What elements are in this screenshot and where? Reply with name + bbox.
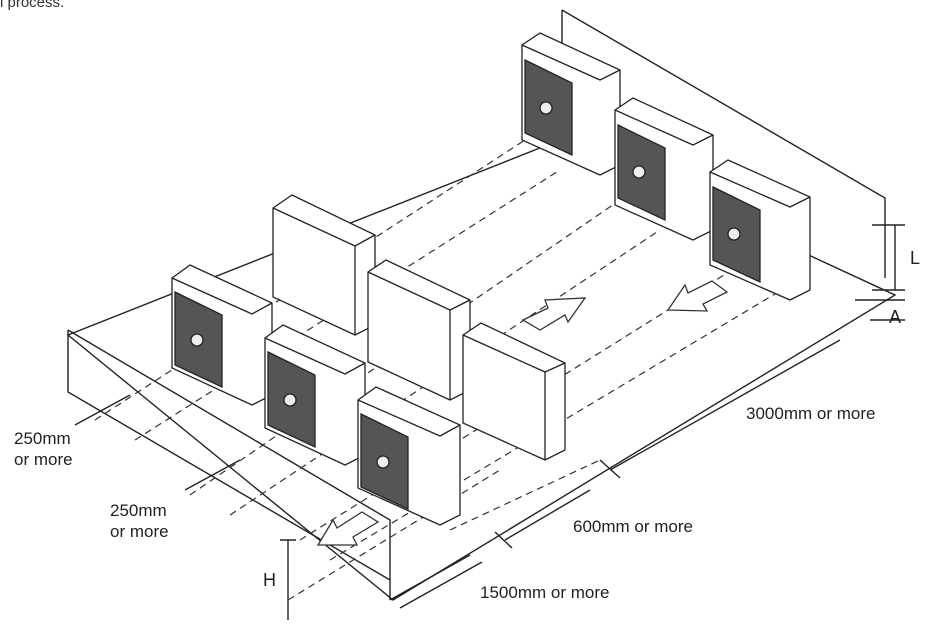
floor-outline xyxy=(66,139,897,601)
label-letter-H: H xyxy=(263,570,276,590)
label-front-depth: 1500mm or more xyxy=(480,583,610,602)
label-side-clearance-1: 250mm or more xyxy=(14,428,73,470)
unit-front-3 xyxy=(357,386,461,526)
label-letter-L: L xyxy=(910,248,921,268)
dim-line-600 xyxy=(494,489,591,549)
label-side-clearance-2-text: 250mm or more xyxy=(110,501,169,541)
dim-line-side-2 xyxy=(184,459,241,491)
front-wall xyxy=(67,329,391,600)
airflow-arrow-down-right xyxy=(666,280,729,312)
label-side-clearance-1-text: 250mm or more xyxy=(14,429,73,469)
label-letter-A: A xyxy=(889,307,902,327)
airflow-arrow-up xyxy=(521,297,587,331)
label-row-gap: 600mm or more xyxy=(573,517,693,536)
label-rear-depth: 3000mm or more xyxy=(746,404,876,423)
airflow-arrow-down-left xyxy=(316,511,380,546)
dim-line-L xyxy=(872,224,905,291)
unit-back-1 xyxy=(521,32,621,176)
dim-line-side-1 xyxy=(74,394,131,426)
unit-back-3 xyxy=(709,159,811,301)
dim-line-3000 xyxy=(599,339,841,479)
unit-back-2 xyxy=(614,97,714,241)
intro-text-fragment: l process. xyxy=(0,0,65,11)
dim-line-H xyxy=(280,539,296,620)
unit-mid-1 xyxy=(272,194,376,336)
unit-mid-3 xyxy=(462,322,566,461)
unit-front-1 xyxy=(171,264,273,406)
unit-front-2 xyxy=(264,324,366,466)
unit-mid-2 xyxy=(367,259,471,401)
dim-line-A xyxy=(855,299,905,321)
dim-line-1500 xyxy=(389,554,483,609)
label-side-clearance-2: 250mm or more xyxy=(110,500,169,542)
